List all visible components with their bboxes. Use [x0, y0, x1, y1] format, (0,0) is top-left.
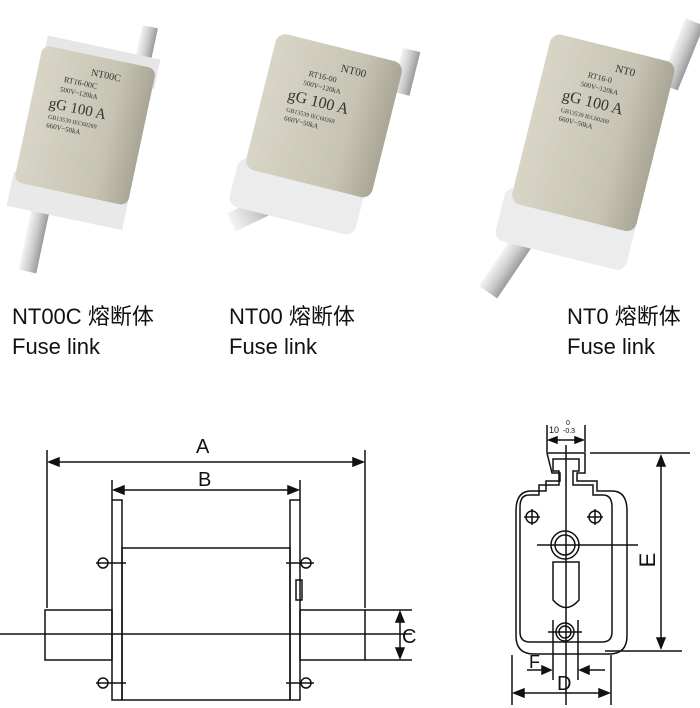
fuse-photo-nt0: NT0 RT16-0 500V~120kA gG 100 A GB13539 I…	[479, 18, 700, 299]
dim-d-label: D	[557, 673, 571, 695]
dim-c-label: C	[402, 626, 416, 648]
model-label: NT00	[229, 304, 283, 329]
fuse-body	[15, 46, 155, 205]
screw-icons	[96, 557, 314, 689]
fuse-photo-nt00c: NT00C RT16-00C 500V~120kA gG 100 A GB135…	[6, 25, 161, 274]
caption-nt00c: NT00C 熔断体 Fuse link	[12, 302, 154, 362]
name-cn: 熔断体	[87, 304, 154, 329]
tol-lower: -0.3	[563, 428, 575, 435]
fuse-photo-nt00: NT00 RT16-00 500V~120kA gG 100 A GB13539…	[226, 34, 421, 235]
fuse-body	[512, 34, 675, 232]
dim-b-label: B	[198, 469, 211, 491]
caption-nt0: NT0 熔断体 Fuse link	[567, 302, 681, 362]
model-label: NT00C	[12, 304, 82, 329]
side-view-drawing	[0, 450, 412, 701]
end-view-drawing	[511, 425, 690, 705]
caption-nt00: NT00 熔断体 Fuse link	[229, 302, 355, 362]
dim-f-label: F	[529, 652, 540, 672]
dim-a-label: A	[196, 436, 210, 458]
name-en: Fuse link	[567, 334, 656, 359]
tab-width-label: 10	[549, 425, 559, 435]
tol-upper: 0	[566, 420, 570, 427]
dim-e-label: E	[635, 553, 660, 568]
blade-bottom	[18, 206, 50, 274]
name-cn: 熔断体	[614, 304, 681, 329]
svg-text:NT0: NT0	[614, 63, 637, 80]
name-en: Fuse link	[229, 334, 318, 359]
fuse-body	[246, 34, 402, 198]
name-en: Fuse link	[12, 334, 101, 359]
model-label: NT0	[567, 304, 609, 329]
name-cn: 熔断体	[288, 304, 355, 329]
